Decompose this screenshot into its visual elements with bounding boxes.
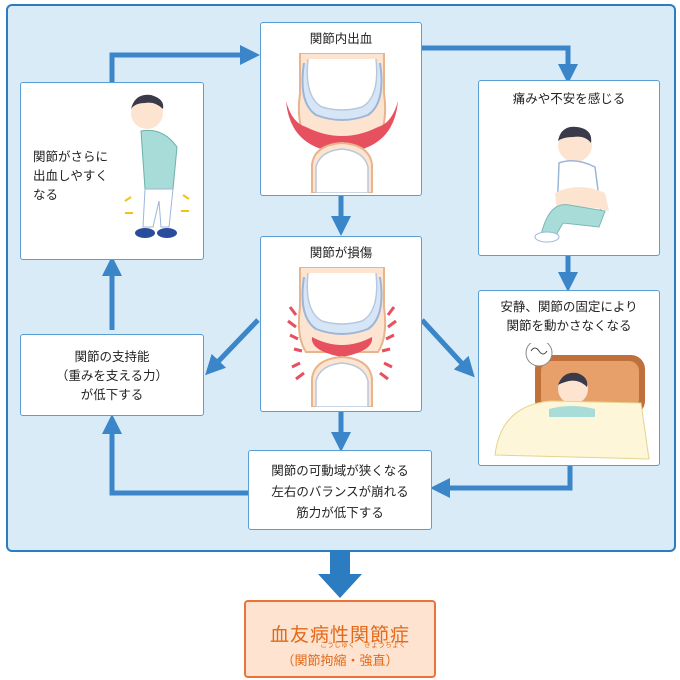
box-more-bleeding-line3: なる [33, 187, 59, 202]
box-joint-damage-label: 関節が損傷 [309, 245, 373, 260]
arrow-damage-to-support [205, 318, 260, 376]
box-support-decline: 関節の支持能 （重みを支える力） が低下する [20, 334, 204, 416]
arrow-bleeding-to-hemarthrosis [109, 45, 260, 82]
arrow-range-to-support [102, 414, 248, 496]
ruby-ankylosis: きょうちょく [364, 641, 406, 649]
box-immobilization-line1: 安静、関節の固定により [500, 299, 638, 314]
box-range-decline: 関節の可動域が狭くなる 左右のバランスが崩れる 筋力が低下する [248, 450, 432, 530]
knee-joint-bleeding-icon [286, 53, 398, 193]
box-range-decline-line1: 関節の可動域が狭くなる [271, 463, 409, 478]
box-immobilization: 安静、関節の固定により 関節を動かさなくなる [478, 290, 660, 466]
ruby-contracture: こうしゅく [320, 641, 355, 649]
box-pain-anxiety-label: 痛みや不安を感じる [512, 91, 626, 106]
result-subtitle: （関節拘縮・強直） [281, 654, 399, 669]
arrow-damage-to-immobilization [420, 318, 475, 378]
arrow-to-result [318, 552, 362, 598]
box-pain-anxiety: 痛みや不安を感じる [478, 80, 660, 256]
boy-lying-in-bed-icon [494, 343, 650, 460]
arrow-hemarthrosis-to-pain [420, 45, 578, 84]
result-title: 血友病性関節症 [269, 624, 410, 646]
box-joint-damage: 関節が損傷 [260, 236, 422, 412]
box-support-decline-line2: （重みを支える力） [55, 368, 169, 383]
boy-sitting-anxious-icon [534, 126, 609, 243]
arrow-immobilization-to-range [430, 466, 573, 498]
box-support-decline-line3: が低下する [80, 387, 144, 402]
box-more-bleeding-line1: 関節がさらに [33, 149, 109, 164]
box-more-bleeding-line2: 出血しやすく [33, 168, 108, 183]
knee-joint-damaged-icon [287, 267, 397, 407]
box-immobilization-line2: 関節を動かさなくなる [506, 318, 632, 333]
boy-with-joint-pain-icon [124, 94, 190, 238]
box-hemarthrosis: 関節内出血 [260, 22, 422, 196]
box-range-decline-line3: 筋力が低下する [296, 505, 384, 520]
result-box: 血友病性関節症 こうしゅく きょうちょく （関節拘縮・強直） [244, 600, 436, 678]
box-support-decline-line1: 関節の支持能 [74, 349, 150, 364]
box-hemarthrosis-label: 関節内出血 [309, 31, 373, 46]
box-range-decline-line2: 左右のバランスが崩れる [271, 484, 409, 499]
box-more-bleeding: 関節がさらに 出血しやすく なる [20, 82, 204, 260]
